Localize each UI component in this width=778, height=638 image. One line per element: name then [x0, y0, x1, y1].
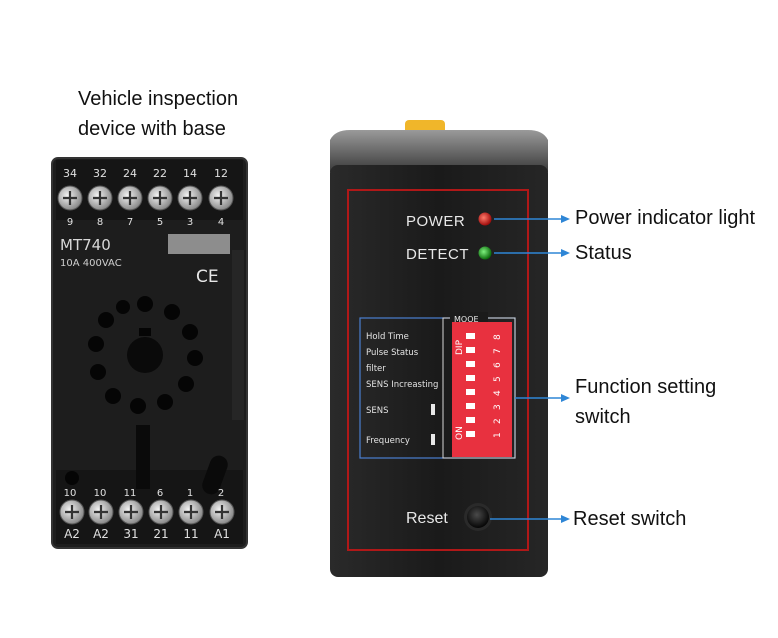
- detect-label: DETECT: [406, 246, 469, 263]
- socket-holes: [88, 296, 203, 414]
- setting-filter: filter: [366, 364, 386, 374]
- bottom-number-11: 11: [124, 488, 137, 499]
- dip-switch-block: [452, 322, 512, 457]
- setting-sens-increasing: SENS Increasting: [366, 380, 438, 390]
- bottom-number-6: 6: [157, 488, 163, 499]
- vehicle-detector: [330, 120, 548, 577]
- dip-switch-5[interactable]: [466, 375, 475, 381]
- mode-panel: [359, 312, 516, 459]
- callout-arrows: [490, 215, 570, 523]
- top-number-5: 5: [157, 217, 163, 228]
- dip-number-4: 4: [493, 390, 503, 396]
- setting-pulse-status: Pulse Status: [366, 348, 419, 358]
- top-terminal-14: 14: [183, 167, 197, 180]
- mode-label: MOOE: [454, 315, 479, 324]
- bottom-label-11: 11: [183, 527, 198, 541]
- relay-base: CE MT740 10A 400VAC: [51, 157, 248, 549]
- setting-sens: SENS: [366, 406, 389, 416]
- dip-number-3: 3: [493, 404, 503, 410]
- dip-switch-7[interactable]: [466, 347, 475, 353]
- callout-status-text: Status: [575, 242, 632, 264]
- top-terminal-34: 34: [63, 167, 77, 180]
- dip-number-8: 8: [493, 334, 503, 340]
- dip-number-2: 2: [493, 418, 503, 424]
- rating-label: 10A 400VAC: [60, 258, 122, 269]
- power-led: [478, 212, 492, 226]
- top-number-9: 9: [67, 217, 73, 228]
- front-panel-frame: [347, 189, 529, 551]
- bottom-label-21: 21: [153, 527, 168, 541]
- bottom-number-2: 2: [218, 488, 224, 499]
- bottom-number-1: 1: [187, 488, 193, 499]
- top-number-8: 8: [97, 217, 103, 228]
- top-terminal-24: 24: [123, 167, 137, 180]
- bottom-label-31: 31: [123, 527, 138, 541]
- reset-label: Reset: [406, 510, 448, 527]
- top-terminal-22: 22: [153, 167, 167, 180]
- dip-switch-1[interactable]: [466, 431, 475, 437]
- caption-line-1: Vehicle inspection: [78, 88, 239, 110]
- top-number-3: 3: [187, 217, 193, 228]
- callout-reset: Reset switch: [573, 504, 686, 534]
- product-caption: Vehicle inspection device with base: [78, 84, 238, 144]
- top-number-4: 4: [218, 217, 224, 228]
- on-label: ON: [455, 426, 465, 440]
- sens-indicator: [431, 404, 435, 415]
- bottom-label-a2a: A2: [64, 527, 80, 541]
- top-terminal-12: 12: [214, 167, 228, 180]
- reset-button[interactable]: [467, 506, 489, 528]
- bottom-number-10a: 10: [64, 488, 77, 499]
- callout-function: Function setting switch: [575, 372, 716, 432]
- label-plate: [168, 234, 230, 254]
- dip-number-6: 6: [493, 362, 503, 368]
- dip-switch-3[interactable]: [466, 403, 475, 409]
- setting-hold-time: Hold Time: [366, 332, 409, 342]
- frequency-indicator: [431, 434, 435, 445]
- callout-power: Power indicator light: [575, 203, 755, 233]
- power-label: POWER: [406, 213, 465, 230]
- dip-label: DIP: [455, 339, 465, 355]
- top-number-7: 7: [127, 217, 133, 228]
- dip-number-7: 7: [493, 348, 503, 354]
- dip-switches: [466, 333, 475, 437]
- setting-frequency: Frequency: [366, 436, 410, 446]
- bottom-label-a2b: A2: [93, 527, 109, 541]
- top-terminal-32: 32: [93, 167, 107, 180]
- model-label: MT740: [60, 236, 111, 254]
- callout-function-line-2: switch: [575, 406, 631, 428]
- bottom-number-10b: 10: [94, 488, 107, 499]
- dip-switch-6[interactable]: [466, 361, 475, 367]
- ce-mark: CE: [196, 267, 219, 287]
- dip-number-5: 5: [493, 376, 503, 382]
- callout-reset-text: Reset switch: [573, 508, 687, 530]
- detect-led: [478, 246, 492, 260]
- bottom-label-a1: A1: [214, 527, 230, 541]
- dip-number-1: 1: [493, 432, 503, 438]
- dip-switch-4[interactable]: [466, 389, 475, 395]
- caption-line-2: device with base: [78, 118, 226, 140]
- callout-function-line-1: Function setting: [575, 376, 717, 398]
- dip-switch-8[interactable]: [466, 333, 475, 339]
- callout-status: Status: [575, 238, 632, 268]
- callout-power-text: Power indicator light: [575, 207, 756, 229]
- terminal-screws: [57, 185, 235, 525]
- dip-switch-2[interactable]: [466, 417, 475, 423]
